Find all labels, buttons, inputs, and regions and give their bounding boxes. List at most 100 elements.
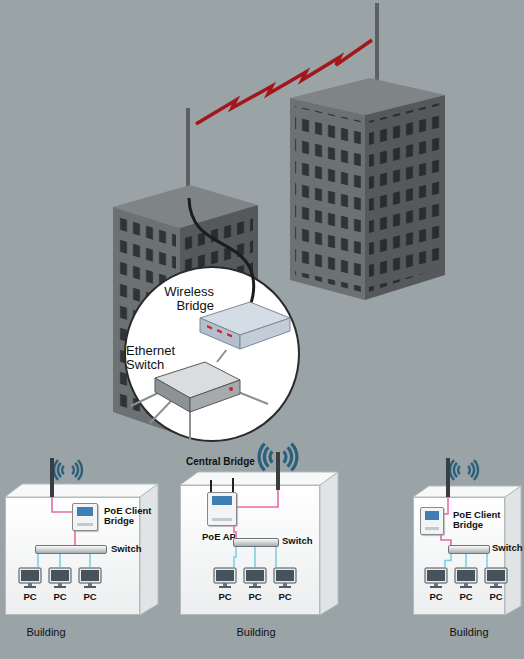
cable-link	[59, 554, 61, 567]
node-label: PC	[10, 592, 50, 602]
antenna-cable	[250, 268, 254, 306]
signal-waves	[54, 460, 82, 480]
monitor	[79, 568, 101, 583]
device-drawing	[421, 508, 443, 534]
cable-link	[275, 547, 277, 567]
node-label: Wireless Bridge	[150, 285, 214, 314]
pc-drawing	[78, 567, 102, 589]
node-label: PC	[70, 592, 110, 602]
led	[229, 387, 233, 391]
monitor	[214, 568, 236, 583]
device-panel	[212, 496, 232, 505]
pc-drawing	[273, 567, 297, 589]
base	[84, 586, 96, 588]
pc-drawing	[424, 567, 448, 589]
node-label: Ethernet Switch	[126, 344, 190, 373]
screen	[81, 570, 99, 581]
node-label: Switch	[111, 544, 151, 554]
antenna	[50, 458, 54, 497]
building-roof	[180, 472, 338, 485]
base	[54, 586, 66, 588]
base	[490, 586, 502, 588]
stand	[253, 583, 257, 586]
pc-drawing	[48, 567, 72, 589]
pc-icon: PC	[454, 567, 478, 589]
screen	[457, 570, 475, 581]
device-vent	[212, 518, 232, 521]
client-bridge: PoE Client Bridge	[420, 507, 444, 535]
device-panel	[77, 507, 93, 516]
led	[207, 325, 212, 330]
network-wire	[150, 400, 172, 423]
node-label: Switch	[492, 543, 524, 553]
cable-link	[234, 547, 236, 567]
pc-icon: PC	[48, 567, 72, 589]
monitor	[455, 568, 477, 583]
bridge-device	[200, 318, 240, 349]
cable-link	[445, 554, 451, 567]
stand	[58, 583, 62, 586]
client-bridge: PoE Client Bridge	[72, 503, 98, 531]
network-wire	[238, 392, 268, 404]
ethernet-switch: Ethernet Switch	[155, 362, 240, 412]
stand	[283, 583, 287, 586]
tower-windows	[369, 103, 440, 292]
node-label: Building	[439, 626, 499, 638]
base	[219, 586, 231, 588]
building-box: BuildingPoE Client BridgeSwitchPCPCPC	[5, 497, 140, 615]
monitor	[485, 568, 507, 583]
monitor	[19, 568, 41, 583]
node-label: Building	[16, 626, 76, 638]
switch-device	[155, 378, 190, 412]
node-label: PC	[205, 592, 245, 602]
switch-box: Switch	[448, 545, 490, 554]
led	[217, 329, 222, 334]
pc-drawing	[484, 567, 508, 589]
node-label: PC	[235, 592, 275, 602]
monitor	[244, 568, 266, 583]
tower-face	[290, 98, 365, 300]
base	[460, 586, 472, 588]
switch-box: Switch	[233, 538, 279, 547]
pc-drawing	[454, 567, 478, 589]
node-label: PC	[416, 592, 456, 602]
tower-face	[365, 95, 445, 300]
base	[279, 586, 291, 588]
cable-link	[465, 554, 467, 567]
free-label: Central Bridge	[186, 456, 276, 467]
cable-link	[254, 547, 256, 567]
pc-icon: PC	[213, 567, 237, 589]
monitor	[274, 568, 296, 583]
screen	[21, 570, 39, 581]
callout-circle	[125, 267, 299, 441]
monitor	[49, 568, 71, 583]
wireless-link	[196, 40, 372, 124]
stand	[223, 583, 227, 586]
antenna	[446, 458, 450, 497]
bridge-device	[240, 318, 290, 349]
pc-icon: PC	[243, 567, 267, 589]
screen	[216, 570, 234, 581]
cable-link	[89, 554, 91, 567]
node-label: PoE Client Bridge	[453, 510, 511, 531]
pc-icon: PC	[78, 567, 102, 589]
node-label: PC	[40, 592, 80, 602]
wireless-bridge: Wireless Bridge	[200, 302, 290, 350]
device-drawing	[73, 504, 97, 530]
screen	[276, 570, 294, 581]
network-wire	[189, 410, 191, 440]
screen	[427, 570, 445, 581]
screen	[246, 570, 264, 581]
stand	[464, 583, 468, 586]
led	[227, 333, 232, 338]
pc-icon: PC	[484, 567, 508, 589]
switch-device	[190, 380, 240, 412]
screen	[487, 570, 505, 581]
node-label: PC	[476, 592, 516, 602]
building-box: BuildingPoE Client BridgeSwitchPCPCPC	[413, 497, 505, 615]
device-drawing	[208, 493, 236, 525]
cable-link	[74, 531, 76, 545]
switch-box: Switch	[35, 545, 107, 554]
base	[249, 586, 261, 588]
